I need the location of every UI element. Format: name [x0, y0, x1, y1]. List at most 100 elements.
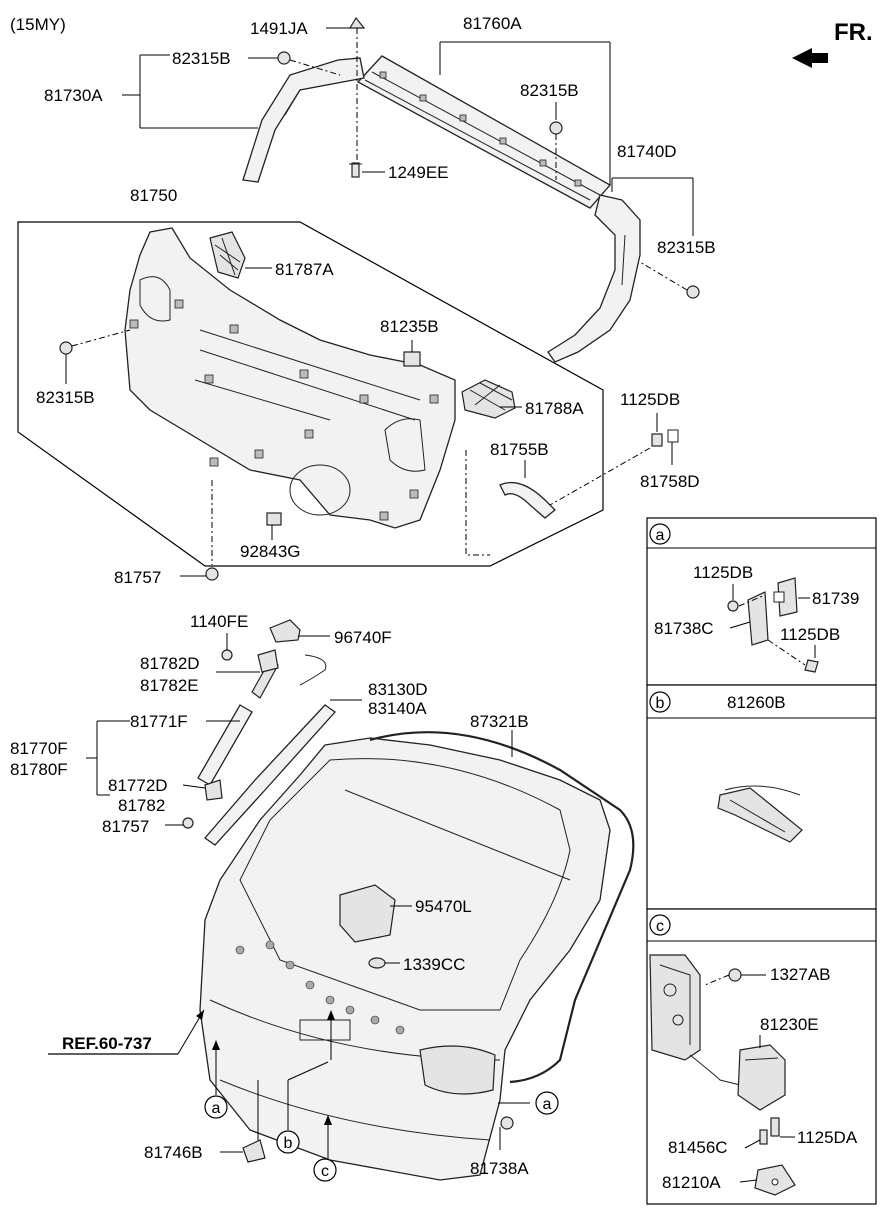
- callout-a-door-right: a: [535, 1091, 559, 1115]
- strut-81771f: [197, 659, 279, 786]
- label-87321b: 87321B: [470, 712, 529, 731]
- label-81758d: 81758D: [640, 472, 700, 491]
- clip-82315b-right-icon: [639, 261, 700, 299]
- clip-82315b-mid-icon: [549, 121, 563, 180]
- trim-81740d: [547, 194, 641, 363]
- assembly-81750-outline: [17, 221, 604, 567]
- label-95470l: 95470L: [415, 897, 472, 916]
- panel-b-letter: b: [656, 695, 665, 712]
- switch-81260b-icon: [717, 785, 803, 843]
- label-83140a: 83140A: [368, 699, 427, 718]
- label-81757-low: 81757: [102, 817, 149, 836]
- label-81750: 81750: [130, 186, 177, 205]
- label-81235b: 81235B: [380, 317, 439, 336]
- label-96740f: 96740F: [334, 628, 392, 647]
- label-1491ja: 1491JA: [250, 19, 308, 38]
- bracket-81782-icon: [204, 779, 223, 801]
- trim-81730a: [242, 57, 365, 183]
- front-direction-label: FR.: [834, 19, 873, 46]
- screw-1125db-icon: [651, 429, 679, 447]
- label-1140fe: 1140FE: [190, 612, 248, 631]
- grommet-1339cc-icon: [368, 957, 386, 969]
- grille-81788a-icon: [461, 379, 516, 419]
- actuator-81230e-icon: [737, 1044, 786, 1111]
- clip-81235b-icon: [403, 351, 421, 367]
- label-82315b-mid: 82315B: [520, 81, 579, 100]
- bumper-81738a-icon: [500, 1116, 514, 1130]
- label-1125db: 1125DB: [620, 390, 680, 409]
- label-81230e: 81230E: [760, 1015, 819, 1034]
- callout-b-door: b: [276, 1130, 300, 1154]
- clip-82315b-left-icon: [59, 329, 131, 355]
- callout-c-door: c: [313, 1158, 337, 1182]
- bolt-1140fe-icon: [221, 649, 233, 661]
- label-81260b: 81260B: [727, 693, 786, 712]
- label-81730a: 81730A: [44, 86, 103, 105]
- label-81739: 81739: [812, 589, 859, 608]
- reference-60-737: REF.60-737: [48, 1009, 205, 1055]
- latch-assembly-icon: [649, 954, 701, 1061]
- clip-81757-top-icon: [205, 567, 219, 581]
- label-81738a: 81738A: [470, 1159, 529, 1178]
- label-1339cc: 1339CC: [403, 955, 465, 974]
- label-82315b-right: 82315B: [657, 238, 716, 257]
- trim-81760a: [356, 55, 612, 209]
- grille-81787a-icon: [209, 231, 246, 279]
- label-81780f: 81780F: [10, 760, 68, 779]
- label-82315b-left: 82315B: [36, 388, 95, 407]
- clip-81757-low-icon: [182, 817, 194, 829]
- clip-1491ja-icon: [348, 16, 366, 160]
- sensor-96740f-icon: [269, 619, 301, 643]
- label-81738c: 81738C: [654, 619, 714, 638]
- ref-label: REF.60-737: [62, 1034, 152, 1053]
- front-direction-arrow-icon: [792, 48, 828, 68]
- label-81782e: 81782E: [140, 676, 199, 695]
- label-1125db-a1: 1125DB: [693, 563, 753, 582]
- clip-92843g-icon: [266, 512, 282, 526]
- panel-a-letter: a: [656, 527, 665, 544]
- part-labels: 1491JA 81760A 82315B 81730A 82315B 1249E…: [10, 14, 716, 1178]
- label-81782: 81782: [118, 796, 165, 815]
- svg-text:a: a: [543, 1096, 552, 1113]
- bumper-81746b-icon: [242, 1139, 266, 1163]
- label-81760a: 81760A: [463, 14, 522, 33]
- label-1125db-a2: 1125DB: [780, 625, 840, 644]
- model-year-tag: (15MY): [10, 15, 66, 34]
- svg-text:c: c: [321, 1163, 329, 1180]
- label-1327ab: 1327AB: [770, 965, 831, 984]
- label-81770f: 81770F: [10, 739, 68, 758]
- label-81456c: 81456C: [668, 1138, 728, 1157]
- label-1249ee: 1249EE: [388, 163, 449, 182]
- handle-81755b-icon: [499, 481, 556, 519]
- detail-panel-a: a 1125DB 81739 81738C 1125DB: [646, 517, 877, 686]
- label-81771f: 81771F: [130, 712, 188, 731]
- callout-a-door-left: a: [204, 1095, 228, 1119]
- label-81757-top: 81757: [114, 568, 161, 587]
- screw-1249ee-icon: [349, 162, 362, 178]
- module-95470l-icon: [339, 884, 396, 943]
- label-82315b-top: 82315B: [172, 49, 231, 68]
- label-81210a: 81210A: [662, 1173, 721, 1192]
- label-81788a: 81788A: [525, 399, 584, 418]
- strut-83130d: [204, 654, 336, 846]
- label-81740d: 81740D: [617, 142, 677, 161]
- svg-text:a: a: [212, 1100, 221, 1117]
- leader-lines: [65, 27, 694, 1153]
- svg-text:b: b: [284, 1135, 293, 1152]
- inner-panel-81750: [124, 227, 456, 529]
- label-83130d: 83130D: [368, 680, 428, 699]
- label-81755b: 81755B: [490, 440, 549, 459]
- label-81772d: 81772D: [108, 776, 168, 795]
- panel-c-letter: c: [656, 918, 664, 935]
- detail-panel-c: c 1327AB 81230E 81456C 1125DA 81210A: [646, 908, 877, 1205]
- label-81787a: 81787A: [275, 260, 334, 279]
- label-1125da: 1125DA: [797, 1128, 858, 1147]
- bracket-81210a-icon: [754, 1164, 796, 1196]
- bracket-81782d-icon: [257, 649, 279, 673]
- weatherstrip-87321b: [369, 731, 635, 1084]
- label-81782d: 81782D: [140, 654, 200, 673]
- detail-panel-b: b 81260B: [646, 684, 877, 910]
- label-81746b: 81746B: [144, 1143, 203, 1162]
- label-92843g: 92843G: [240, 542, 301, 561]
